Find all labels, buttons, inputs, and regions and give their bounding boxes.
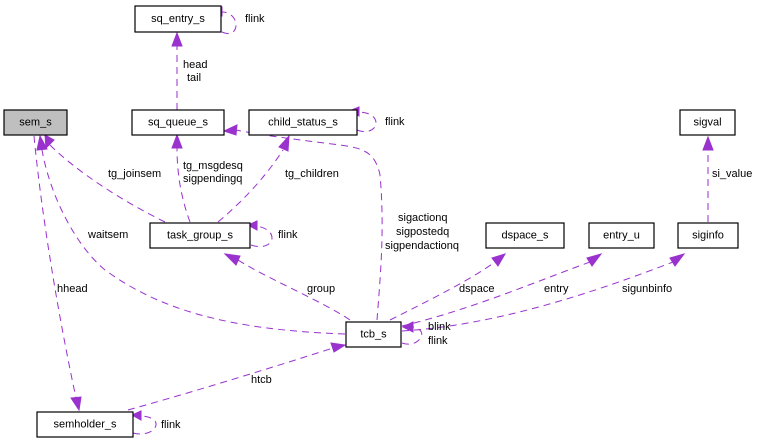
edge-label: sigactionq	[398, 212, 448, 224]
edge-label: group	[307, 283, 335, 295]
edge-label: head	[183, 59, 207, 71]
node-label: sigval	[693, 117, 721, 129]
node-label: siginfo	[692, 230, 724, 242]
edge-label: entry	[544, 283, 569, 295]
node-sq-entry-s[interactable]: sq_entry_s	[134, 5, 222, 33]
edge-label: sigpendactionq	[385, 240, 459, 252]
node-tcb-s[interactable]: tcb_s	[345, 321, 402, 348]
edge-semholder-to-tcb: htcb	[127, 342, 347, 411]
edge-label: sigpendingq	[183, 173, 242, 185]
node-label: entry_u	[603, 230, 640, 242]
edge-tcb-to-sq-queue: sigactionq sigpostedq sigpendactionq	[222, 124, 459, 321]
node-sigval[interactable]: sigval	[679, 109, 736, 136]
edge-label: waitsem	[87, 229, 128, 241]
edge-sem-to-semholder: hhead	[33, 135, 88, 412]
edge-label: tg_children	[285, 168, 339, 180]
edge-task-group-to-child-status: tg_children	[217, 134, 339, 223]
node-child-status-s[interactable]: child_status_s	[248, 109, 358, 136]
edge-tcb-to-entry-u: entry	[401, 253, 603, 327]
edge-task-group-to-sq-queue: tg_msgdesq sigpendingq	[171, 133, 243, 223]
edge-label: flink	[245, 13, 265, 25]
edge-label: blink	[428, 321, 451, 333]
node-task-group-s[interactable]: task_group_s	[149, 222, 251, 249]
edge-label: tail	[187, 72, 201, 84]
edge-siginfo-to-sigval: si_value	[702, 135, 752, 222]
edge-label: flink	[428, 335, 448, 347]
node-entry-u[interactable]: entry_u	[588, 222, 655, 249]
edge-label: flink	[385, 116, 405, 128]
node-label: sq_entry_s	[151, 13, 205, 25]
node-sq-queue-s[interactable]: sq_queue_s	[131, 109, 225, 136]
edge-label: flink	[161, 419, 181, 431]
node-dspace-s[interactable]: dspace_s	[485, 222, 565, 249]
node-label: semholder_s	[54, 419, 117, 431]
edge-label: htcb	[251, 374, 272, 386]
node-label: dspace_s	[501, 230, 549, 242]
node-label: task_group_s	[167, 230, 234, 242]
edge-label: tg_joinsem	[108, 168, 161, 180]
edge-label: flink	[278, 229, 298, 241]
edge-tcb-to-dspace: dspace	[389, 253, 507, 321]
edge-label: tg_msgdesq	[183, 160, 243, 172]
node-semholder-s[interactable]: semholder_s	[36, 411, 134, 438]
edge-tcb-to-sem: waitsem	[36, 134, 346, 335]
edge-task-group-to-sem: tg_joinsem	[44, 134, 166, 223]
node-label: tcb_s	[360, 329, 387, 341]
edge-label: sigunbinfo	[622, 283, 672, 295]
edge-label: dspace	[459, 283, 494, 295]
node-label: sq_queue_s	[148, 117, 208, 129]
edge-task-group-self: flink	[246, 220, 298, 248]
node-label: child_status_s	[268, 117, 338, 129]
node-sem-s[interactable]: sem_s	[3, 109, 68, 136]
edge-label: si_value	[712, 168, 752, 180]
edge-semholder-self: flink	[130, 410, 181, 435]
edge-label: sigpostedq	[396, 226, 449, 238]
edge-sq-queue-to-sq-entry: head tail	[171, 31, 207, 110]
edge-tcb-self: blink flink	[401, 321, 451, 347]
edge-tcb-to-task-group: group	[223, 253, 351, 321]
edge-tcb-to-siginfo: sigunbinfo	[401, 253, 686, 332]
edge-label: hhead	[57, 283, 88, 295]
node-label: sem_s	[19, 117, 52, 129]
node-siginfo[interactable]: siginfo	[677, 222, 739, 249]
